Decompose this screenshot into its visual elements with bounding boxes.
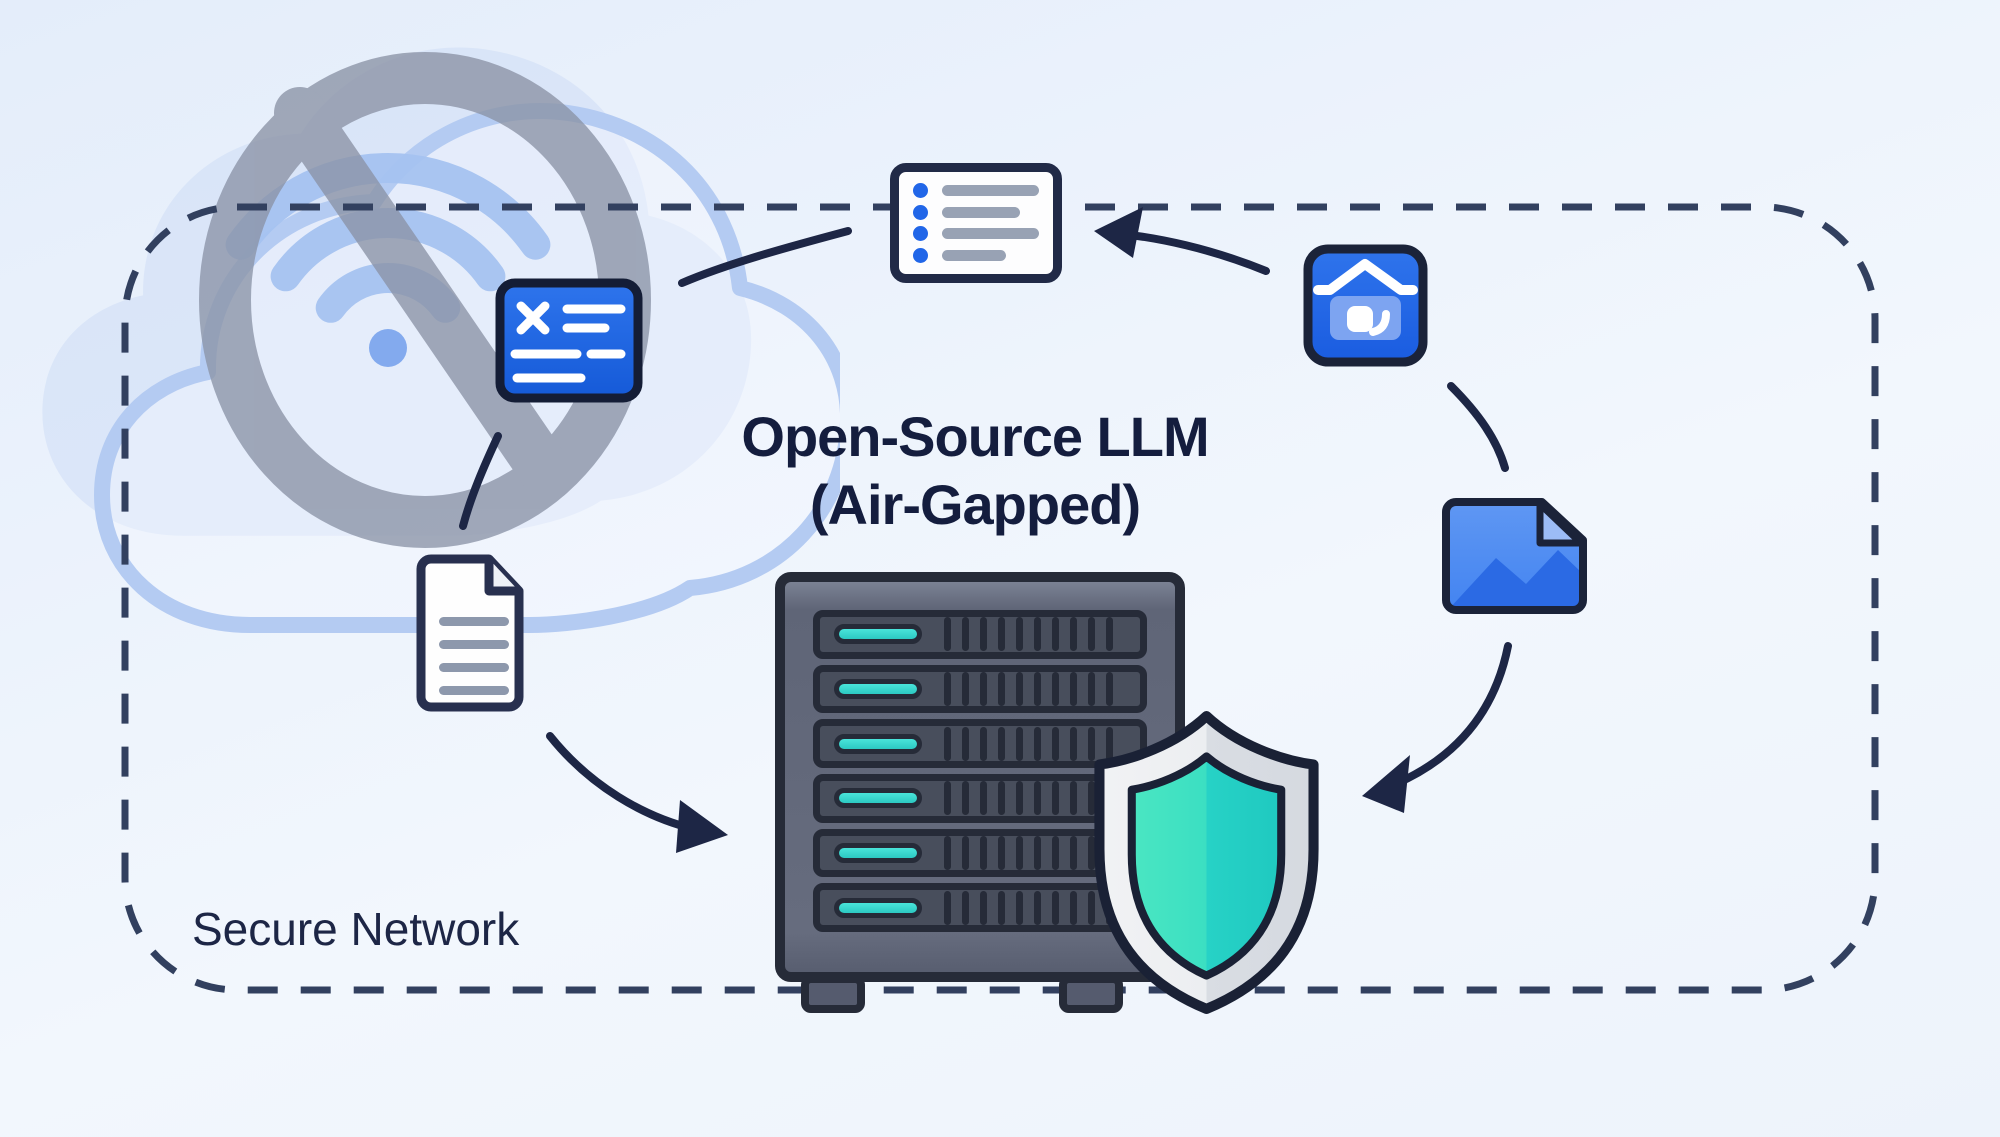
- server-led: [834, 733, 922, 754]
- curve-card-to-cloud: [678, 227, 852, 287]
- arrow-document-to-server: [546, 732, 698, 833]
- server-unit: [813, 883, 1147, 933]
- server-unit: [813, 610, 1147, 659]
- card-row: [913, 226, 1039, 242]
- data-file-x-icon: [495, 278, 643, 403]
- curve-datafile-to-document: [459, 432, 502, 530]
- server-led: [834, 788, 922, 809]
- page-title: Open-Source LLM (Air-Gapped): [741, 403, 1209, 540]
- secure-network-label: Secure Network: [192, 903, 520, 955]
- server-led: [834, 624, 922, 645]
- checklist-card-icon: [890, 163, 1062, 283]
- document-text-lines: [439, 617, 509, 695]
- arrowhead-left: [1094, 207, 1143, 258]
- server-led: [834, 679, 922, 699]
- card-row: [913, 183, 1039, 199]
- server-unit: [813, 719, 1147, 769]
- card-row: [913, 204, 1039, 220]
- text-document-icon: [415, 553, 533, 713]
- server-led: [834, 843, 922, 864]
- title-line1: Open-Source LLM: [741, 405, 1209, 468]
- title-line2: (Air-Gapped): [809, 473, 1141, 537]
- arrow-image-to-shield: [1382, 642, 1512, 792]
- server-led: [834, 897, 922, 918]
- card-row: [913, 247, 1039, 263]
- image-file-icon: [1442, 498, 1587, 615]
- arrowhead-right: [676, 800, 728, 853]
- server-unit: [813, 664, 1147, 714]
- server-unit: [813, 774, 1147, 823]
- curve-home-to-image: [1447, 382, 1509, 472]
- security-shield-icon: [1083, 708, 1331, 1016]
- no-wifi-cloud-icon: [42, 47, 840, 633]
- arrowhead-down-left: [1362, 755, 1410, 813]
- home-app-icon: [1303, 244, 1428, 367]
- server-units: [813, 610, 1147, 933]
